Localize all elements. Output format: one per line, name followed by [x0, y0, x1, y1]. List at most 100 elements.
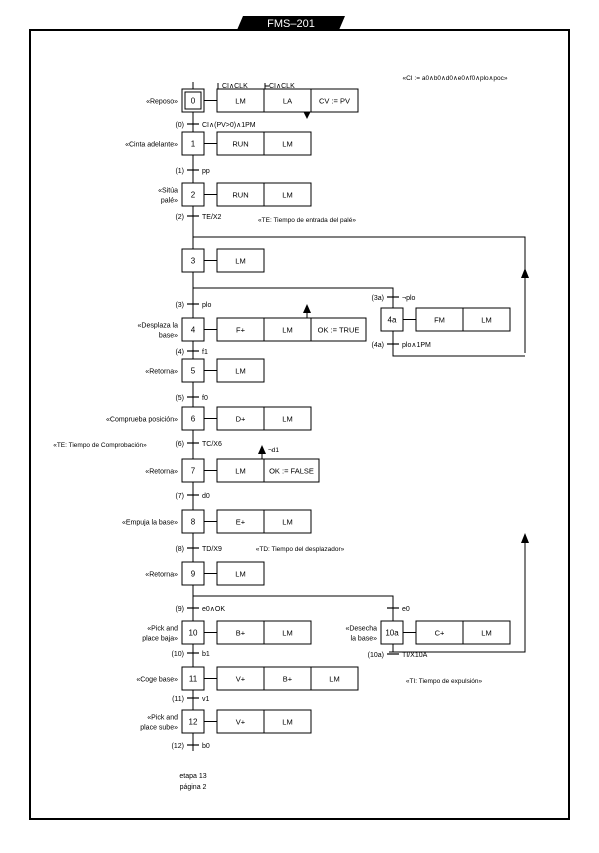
action-text: LM — [282, 518, 292, 527]
step-label-line: «Desecha — [345, 626, 377, 633]
ci-clk-1: CI∧CLK — [222, 83, 248, 90]
step-4: 4 F+ LM OK := TRUE «Desplaza la base» — [138, 317, 367, 342]
step-label: «Cinta adelante» — [125, 142, 178, 149]
arrow-up-loop-1 — [521, 268, 529, 278]
step-label: «Comprueba posición» — [106, 417, 178, 424]
step-number: 5 — [191, 367, 196, 376]
step-label-line: «Comprueba posición» — [106, 417, 178, 424]
action-text: RUN — [232, 140, 248, 149]
transition-9: (9)e0∧OK — [175, 606, 225, 613]
footer-line1: etapa 13 — [179, 773, 206, 780]
transition-id: (3a) — [372, 295, 384, 302]
transition-id: (2) — [175, 214, 184, 221]
step-label-line: place sube» — [140, 725, 178, 732]
action-box — [216, 358, 265, 383]
action-text: LM — [235, 97, 245, 106]
step-number: 1 — [191, 140, 196, 149]
note-td: «TD: Tiempo del desplazador» — [256, 546, 345, 553]
step-number: 4 — [191, 326, 196, 335]
arrow-up-ok-false — [258, 445, 266, 454]
transition-id: (5) — [175, 395, 184, 402]
transition-0: (0)CI∧(PV>0)∧1PM — [175, 122, 255, 129]
action-box — [462, 307, 511, 332]
action-text: LM — [282, 629, 292, 638]
initial-step-inner — [184, 91, 202, 110]
step-number: 2 — [191, 191, 196, 200]
transition-id: (1) — [175, 168, 184, 175]
note-tc: «TE: Tiempo de Comprobación» — [53, 442, 147, 449]
step-label: «Empuja la base» — [122, 520, 178, 527]
action-box — [216, 561, 265, 586]
transition-id: (4) — [175, 349, 184, 356]
action-box — [310, 666, 359, 691]
frame: FMS–201 — [29, 16, 570, 820]
step-label-line: «Desplaza la — [138, 323, 179, 330]
step-label-line: «Empuja la base» — [122, 520, 178, 527]
transition-condition: ¬plo — [402, 295, 416, 302]
action-text: B+ — [283, 675, 293, 684]
transition-12: (12)b0 — [172, 743, 210, 750]
transition-9a: e0 — [387, 606, 410, 613]
transition-4: (4)f1 — [175, 349, 208, 356]
step-number: 9 — [191, 570, 196, 579]
action-text: F+ — [236, 326, 246, 335]
action-box — [216, 248, 265, 273]
action-box — [310, 317, 367, 342]
transition-condition: plo∧1PM — [402, 342, 431, 349]
action-text: OK := TRUE — [318, 326, 360, 335]
note-ti: «TI: Tiempo de expulsión» — [406, 678, 483, 685]
transition-id: (0) — [175, 122, 184, 129]
transition-condition: e0 — [402, 606, 410, 613]
action-text: LM — [282, 326, 292, 335]
return-loops — [193, 236, 526, 653]
action-box — [263, 620, 312, 645]
action-text: E+ — [236, 518, 246, 527]
transition-condition: e0∧OK — [202, 606, 225, 613]
step-label-line: «Reposo» — [146, 99, 178, 106]
action-box — [263, 709, 312, 734]
transition-condition: TD/X9 — [202, 546, 222, 553]
action-box — [263, 182, 312, 207]
step-number: 11 — [189, 675, 198, 684]
step-label: «Desplaza la base» — [138, 323, 179, 340]
step-label-line: la base» — [351, 636, 378, 643]
action-text: LM — [235, 467, 245, 476]
step-label: «Desecha la base» — [345, 626, 377, 643]
transition-2: (2)TE/X2 — [175, 214, 221, 221]
action-text: LA — [283, 97, 292, 106]
transition-id: (10) — [172, 651, 184, 658]
step-label: «Coge base» — [136, 677, 178, 684]
step-number: 6 — [191, 415, 196, 424]
action-text: B+ — [236, 629, 246, 638]
action-text: C+ — [435, 629, 445, 638]
step-label: «Retorna» — [145, 469, 178, 476]
transition-id: (12) — [172, 743, 184, 750]
step-label-line: palé» — [161, 198, 178, 205]
action-text: V+ — [236, 718, 246, 727]
step-label-line: «Coge base» — [136, 677, 178, 684]
step-number: 12 — [189, 718, 198, 727]
transition-6: (6)TC/X6 — [175, 441, 222, 448]
action-text: LM — [235, 367, 245, 376]
arrow-up-ok-true — [303, 304, 311, 313]
step-label: «Reposo» — [146, 99, 178, 106]
step-label: «Retorna» — [145, 572, 178, 579]
action-text: LM — [235, 570, 245, 579]
step-number: 0 — [191, 97, 196, 106]
step-label-line: base» — [159, 333, 178, 340]
transition-condition: pp — [202, 168, 210, 175]
transition-id: (6) — [175, 441, 184, 448]
step-label-line: «Pick and — [147, 715, 178, 722]
step-label-line: «Cinta adelante» — [125, 142, 178, 149]
footer-line2: página 2 — [180, 784, 207, 791]
transition-8: (8)TD/X9 — [175, 546, 222, 553]
transition-4a: (4a)plo∧1PM — [372, 342, 431, 349]
action-text: LM — [235, 257, 245, 266]
